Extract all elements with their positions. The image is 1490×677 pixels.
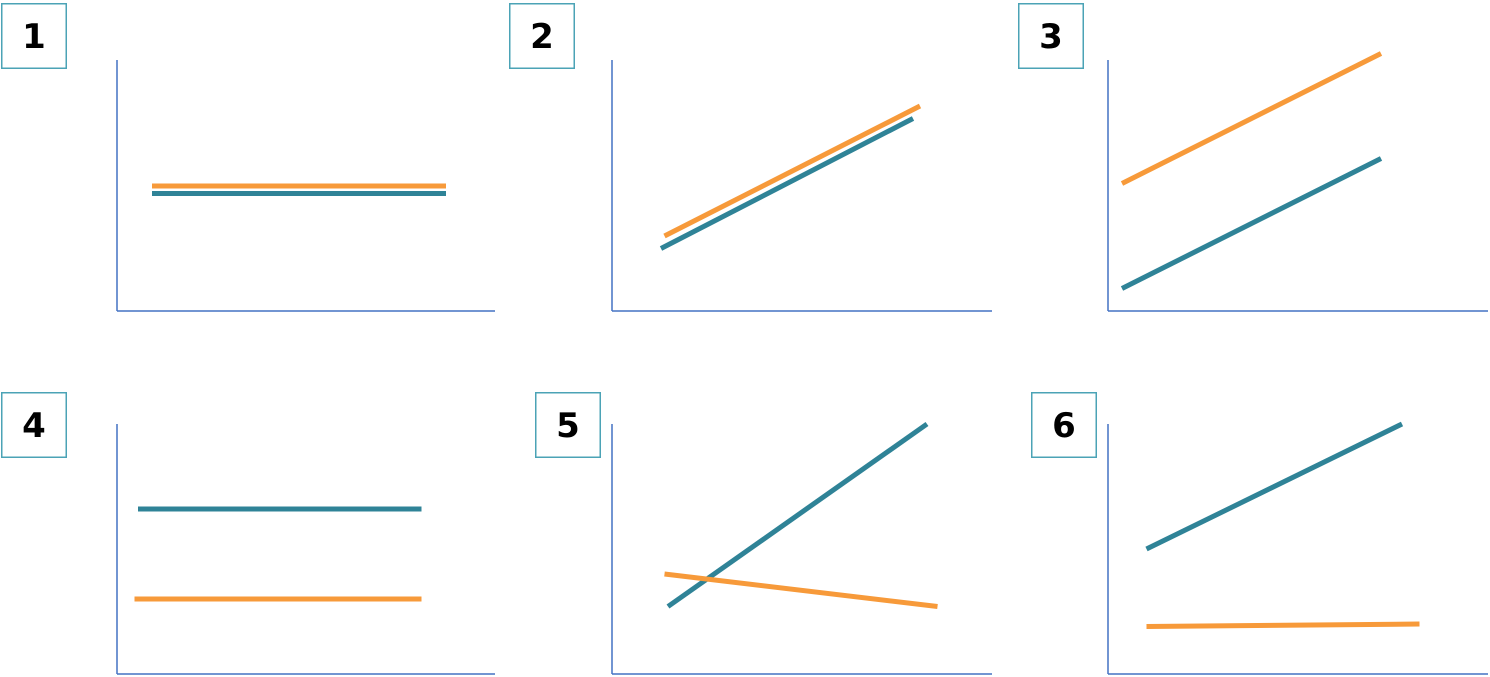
chart-panel-3: 3 [1018, 3, 1488, 312]
series-line-teal [659, 116, 915, 251]
panel-number-badge [1031, 392, 1097, 458]
panel-number-label: 2 [530, 17, 554, 57]
panel-number-badge [509, 3, 575, 69]
panel-number-badge [1, 3, 67, 69]
panel-number-label: 1 [22, 17, 46, 57]
series-line-teal [1120, 156, 1383, 291]
panel-number-badge [1, 392, 67, 458]
series-line-orange [1120, 51, 1383, 186]
chart-panel-6: 6 [1031, 392, 1488, 675]
series-line-teal [666, 421, 929, 609]
panel-number-label: 5 [556, 406, 580, 446]
chart-panel-4: 4 [1, 392, 495, 675]
series-line-orange [664, 571, 938, 609]
chart-panel-1: 1 [1, 3, 495, 312]
panel-number-badge [535, 392, 601, 458]
series-line-orange [663, 103, 922, 239]
series-line-teal [1145, 421, 1404, 552]
chart-panel-2: 2 [509, 3, 992, 312]
series-line-orange [1146, 621, 1420, 629]
panel-number-label: 3 [1039, 17, 1063, 57]
panel-number-label: 6 [1052, 406, 1076, 446]
chart-panel-5: 5 [535, 392, 992, 675]
panel-number-badge [1018, 3, 1084, 69]
panel-number-label: 4 [22, 406, 46, 446]
